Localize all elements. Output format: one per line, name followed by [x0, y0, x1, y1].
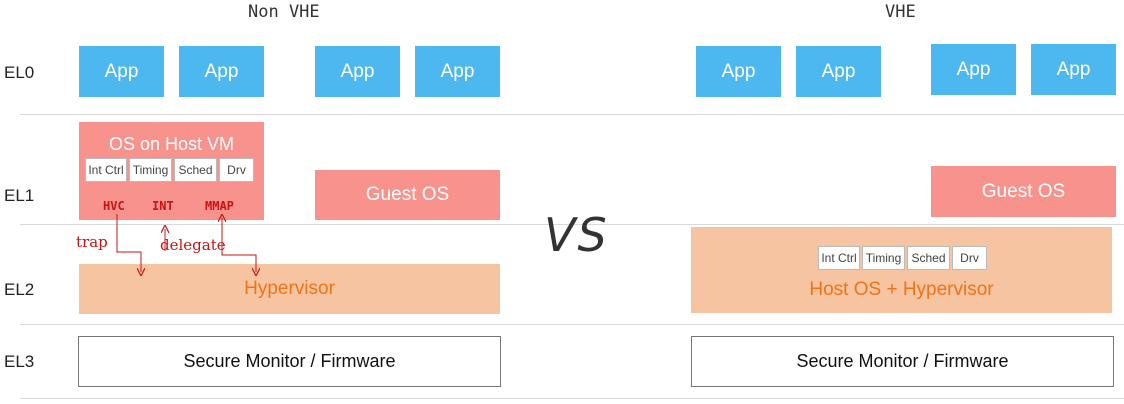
subcomponent-int-ctrl: Int Ctrl [818, 246, 860, 270]
host-vm-title: OS on Host VM [108, 134, 235, 154]
host-os-hypervisor-box: Host OS + Hypervisor [691, 227, 1112, 313]
level-divider [20, 324, 1124, 325]
level-divider [20, 224, 1124, 225]
subcomponent-sched: Sched [174, 158, 217, 182]
vs-label: VS [544, 208, 609, 262]
subcomponent-timing: Timing [129, 158, 172, 182]
subcomponent-drv: Drv [219, 158, 254, 182]
level-label-el1: EL1 [4, 186, 35, 205]
trap-annotation: trap [76, 233, 108, 251]
app-box: App [1031, 44, 1116, 95]
app-box: App [179, 46, 264, 97]
secure-monitor-box-right: Secure Monitor / Firmware [691, 336, 1114, 387]
level-divider [20, 398, 1124, 399]
delegate-annotation: delegate [160, 236, 226, 254]
app-box: App [796, 46, 881, 97]
hypervisor-box: Hypervisor [79, 264, 500, 314]
header-vhe: VHE [885, 2, 916, 22]
header-non-vhe: Non VHE [248, 2, 320, 22]
level-label-el2: EL2 [4, 280, 35, 299]
hvc-label: HVC [103, 199, 125, 213]
subcomponent-timing: Timing [862, 246, 905, 270]
level-label-el3: EL3 [4, 352, 35, 371]
level-label-el0: EL0 [4, 63, 35, 82]
app-box: App [696, 46, 781, 97]
secure-monitor-box-left: Secure Monitor / Firmware [78, 336, 501, 387]
subcomponent-sched: Sched [907, 246, 950, 270]
app-box: App [415, 46, 500, 97]
subcomponent-int-ctrl: Int Ctrl [85, 158, 127, 182]
subcomponent-drv: Drv [952, 246, 987, 270]
guest-os-box-right: Guest OS [931, 166, 1116, 217]
guest-os-box-left: Guest OS [315, 170, 500, 220]
level-divider [20, 114, 1124, 115]
app-box: App [79, 46, 164, 97]
app-box: App [931, 44, 1016, 95]
int-label: INT [152, 199, 174, 213]
mmap-label: MMAP [205, 199, 234, 213]
app-box: App [315, 46, 400, 97]
